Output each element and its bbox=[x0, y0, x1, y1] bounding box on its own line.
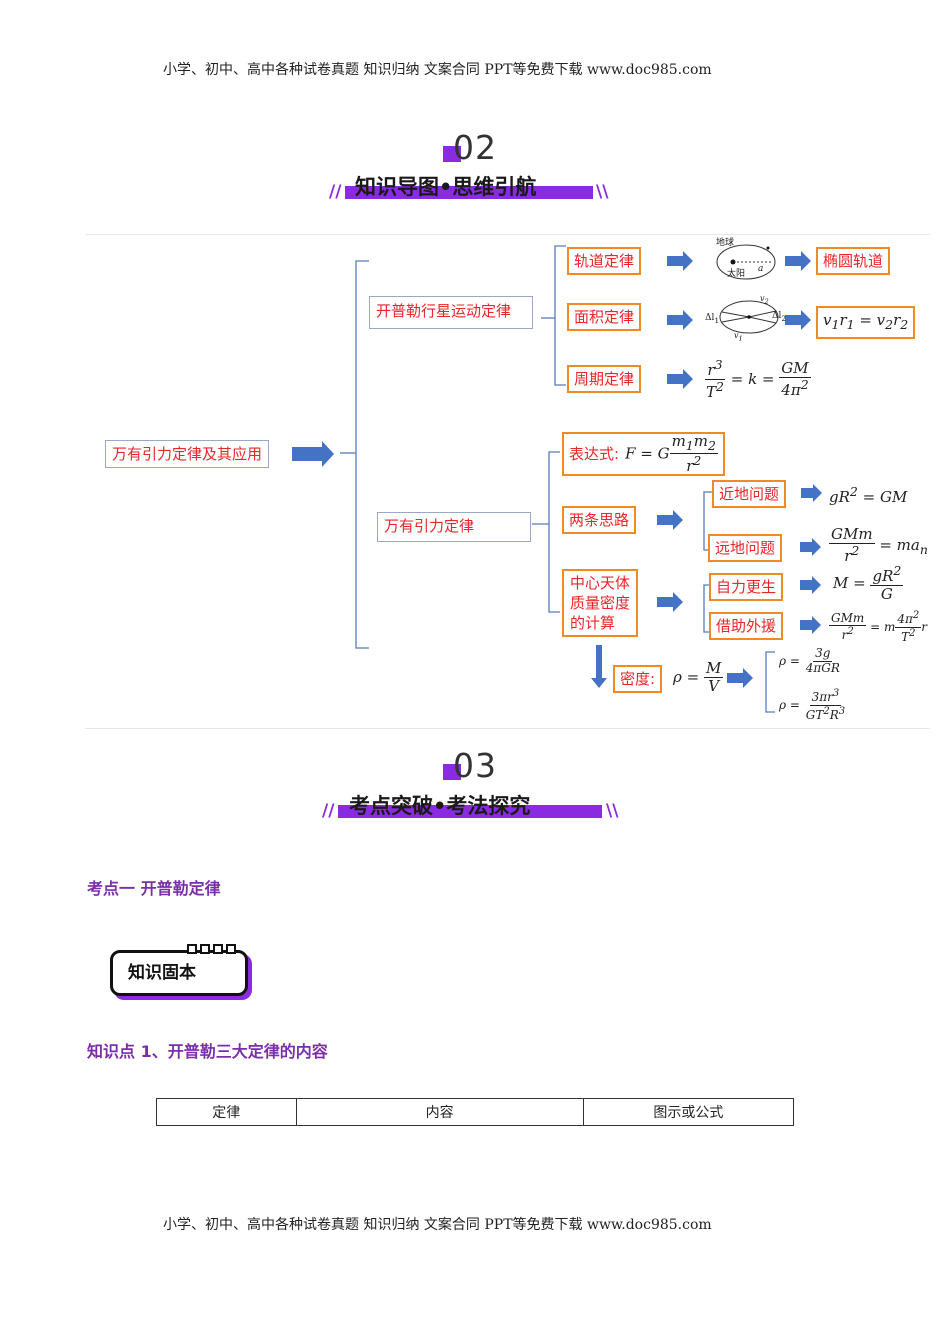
kepler-law-table: 定律 内容 图示或公式 bbox=[156, 1098, 795, 1126]
topic-one-heading: 考点一 开普勒定律 bbox=[87, 879, 221, 898]
section-number-accent bbox=[443, 146, 461, 162]
near-earth-formula: gR2 = GM bbox=[829, 484, 908, 506]
far-earth-node: 远地问题 bbox=[708, 534, 783, 562]
expression-label: 表达式: bbox=[569, 445, 620, 463]
section-number-02: 02 bbox=[453, 128, 497, 167]
orbit-law-node: 轨道定律 bbox=[567, 247, 642, 275]
two-ideas-node: 两条思路 bbox=[562, 506, 637, 534]
period-law-node: 周期定律 bbox=[567, 365, 642, 393]
table-header-row: 定律 内容 图示或公式 bbox=[156, 1098, 795, 1126]
area-law-formula: v1r1 = v2r2 bbox=[816, 306, 916, 339]
badge-dots bbox=[187, 944, 236, 954]
diagram-earth-label: 地球 bbox=[716, 238, 735, 248]
title-slash-left-2: // bbox=[322, 801, 335, 821]
central-body-node: 中心天体 质量密度 的计算 bbox=[562, 569, 639, 637]
diagram-sun-label: 太阳 bbox=[727, 269, 746, 279]
elliptical-orbit-node: 椭圆轨道 bbox=[816, 247, 891, 275]
page-footer: 小学、初中、高中各种试卷真题 知识归纳 文案合同 PPT等免费下载 www.do… bbox=[163, 1217, 712, 1233]
diagram-dl-right: Δl2 bbox=[772, 311, 787, 323]
diagram-dl-left: Δl1 bbox=[705, 313, 720, 325]
section-number-accent-2 bbox=[443, 764, 461, 780]
table-header-law: 定律 bbox=[156, 1098, 297, 1126]
diagram-v1: v1 bbox=[734, 331, 743, 343]
root-node: 万有引力定律及其应用 bbox=[105, 440, 270, 468]
title-slash-right: \\ bbox=[596, 182, 609, 202]
self-reliance-node: 自力更生 bbox=[709, 573, 784, 601]
diagram-a-label: a bbox=[758, 264, 764, 274]
knowledge-badge bbox=[110, 950, 248, 996]
badge-label: 知识固本 bbox=[128, 963, 196, 983]
title-slash-right-2: \\ bbox=[606, 801, 619, 821]
title-underline-2 bbox=[338, 805, 602, 818]
section-title-exam: 考点突破•考法探究 bbox=[349, 794, 531, 818]
diagram-v2: v2 bbox=[760, 294, 769, 306]
near-earth-node: 近地问题 bbox=[712, 480, 787, 508]
table-header-diagram: 图示或公式 bbox=[582, 1098, 795, 1126]
kepler-node: 开普勒行星运动定律 bbox=[369, 296, 533, 329]
title-slash-left: // bbox=[329, 182, 342, 202]
table-header-content: 内容 bbox=[295, 1098, 584, 1126]
page-header: 小学、初中、高中各种试卷真题 知识归纳 文案合同 PPT等免费下载 www.do… bbox=[163, 62, 712, 78]
central-body-line1: 中心天体 bbox=[570, 574, 631, 592]
section-title-mindmap: 知识导图•思维引航 bbox=[355, 175, 537, 199]
knowledge-point-heading: 知识点 1、开普勒三大定律的内容 bbox=[87, 1042, 328, 1061]
density-node: 密度: bbox=[613, 665, 663, 693]
section-number-03: 03 bbox=[453, 746, 497, 785]
gravity-law-node: 万有引力定律 bbox=[377, 512, 531, 542]
central-body-line3: 的计算 bbox=[570, 614, 616, 632]
title-underline bbox=[345, 186, 593, 199]
mindmap-panel bbox=[85, 234, 930, 729]
central-body-line2: 质量密度 bbox=[570, 594, 631, 612]
external-help-node: 借助外援 bbox=[709, 612, 784, 640]
area-law-node: 面积定律 bbox=[567, 303, 642, 331]
